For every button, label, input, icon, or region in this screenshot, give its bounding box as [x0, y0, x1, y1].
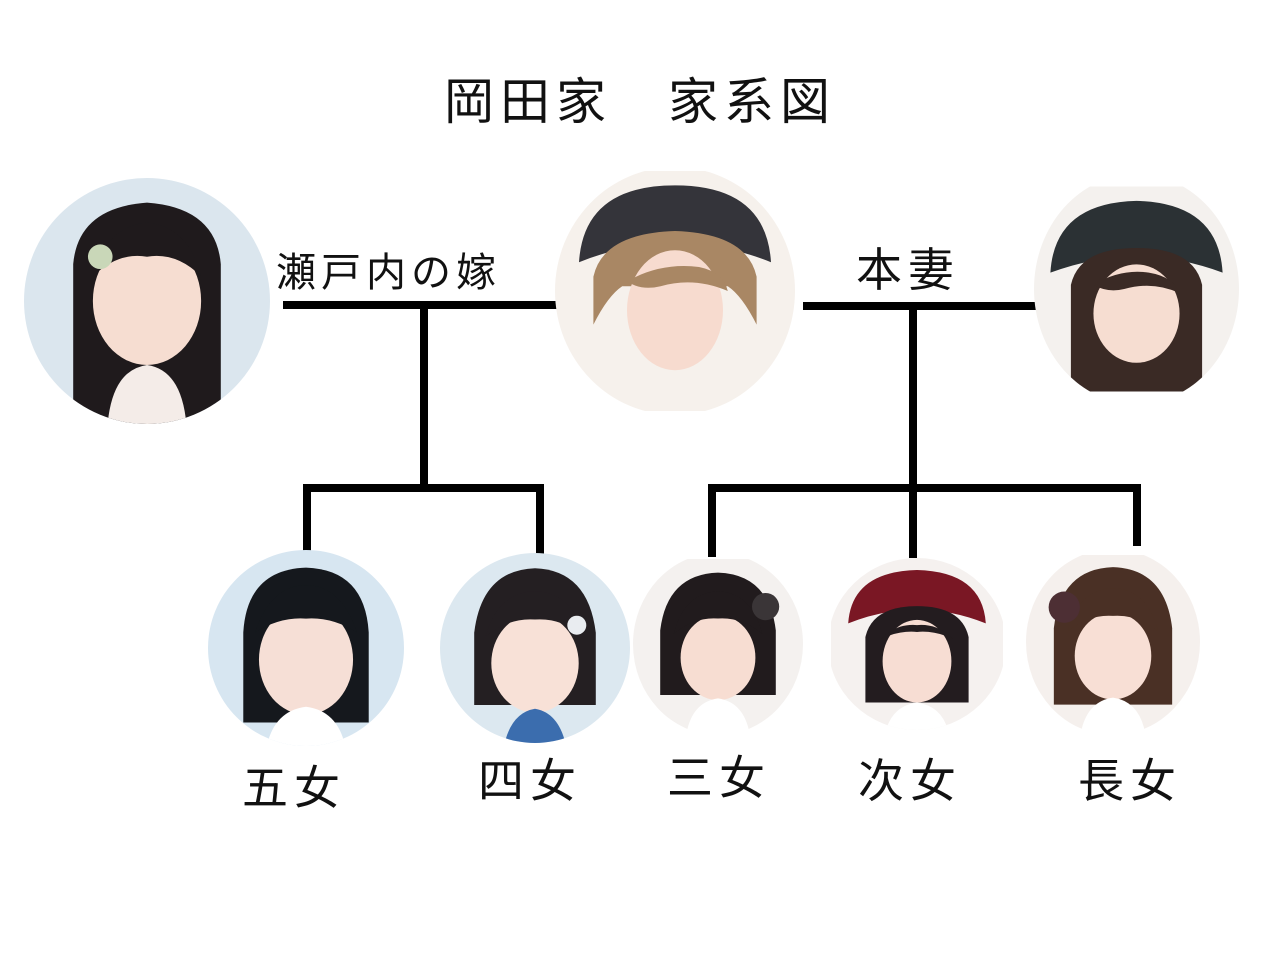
label-fifth-daughter: 五女 [242, 761, 346, 815]
portrait-second-daughter [828, 558, 1006, 730]
connector-main-children-bar [708, 484, 1141, 492]
portrait-eldest-daughter [1026, 549, 1200, 735]
connector-main-drop [909, 306, 917, 558]
portrait-fourth-daughter [440, 553, 630, 743]
connector-setouchi-children-bar [303, 484, 544, 492]
connector-third-daughter [708, 484, 716, 557]
connector-eldest-daughter [1133, 484, 1141, 546]
portrait-fifth-daughter [208, 550, 404, 746]
label-second-daughter: 次女 [858, 754, 962, 808]
label-main-wife: 本妻 [856, 243, 960, 297]
connector-main-couple [803, 302, 1042, 310]
portrait-setouchi-wife [24, 178, 270, 424]
label-setouchi-wife: 瀬戸内の嫁 [276, 250, 501, 296]
connector-fourth-daughter [536, 484, 544, 557]
page-title: 岡田家 家系図 [444, 73, 836, 131]
portrait-father [555, 167, 795, 415]
label-fourth-daughter: 四女 [478, 754, 582, 808]
label-third-daughter: 三女 [667, 751, 771, 805]
connector-setouchi-drop [420, 305, 428, 488]
portrait-main-wife [1034, 174, 1239, 404]
label-eldest-daughter: 長女 [1078, 754, 1182, 808]
connector-fifth-daughter [303, 484, 311, 553]
portrait-third-daughter [633, 553, 803, 735]
